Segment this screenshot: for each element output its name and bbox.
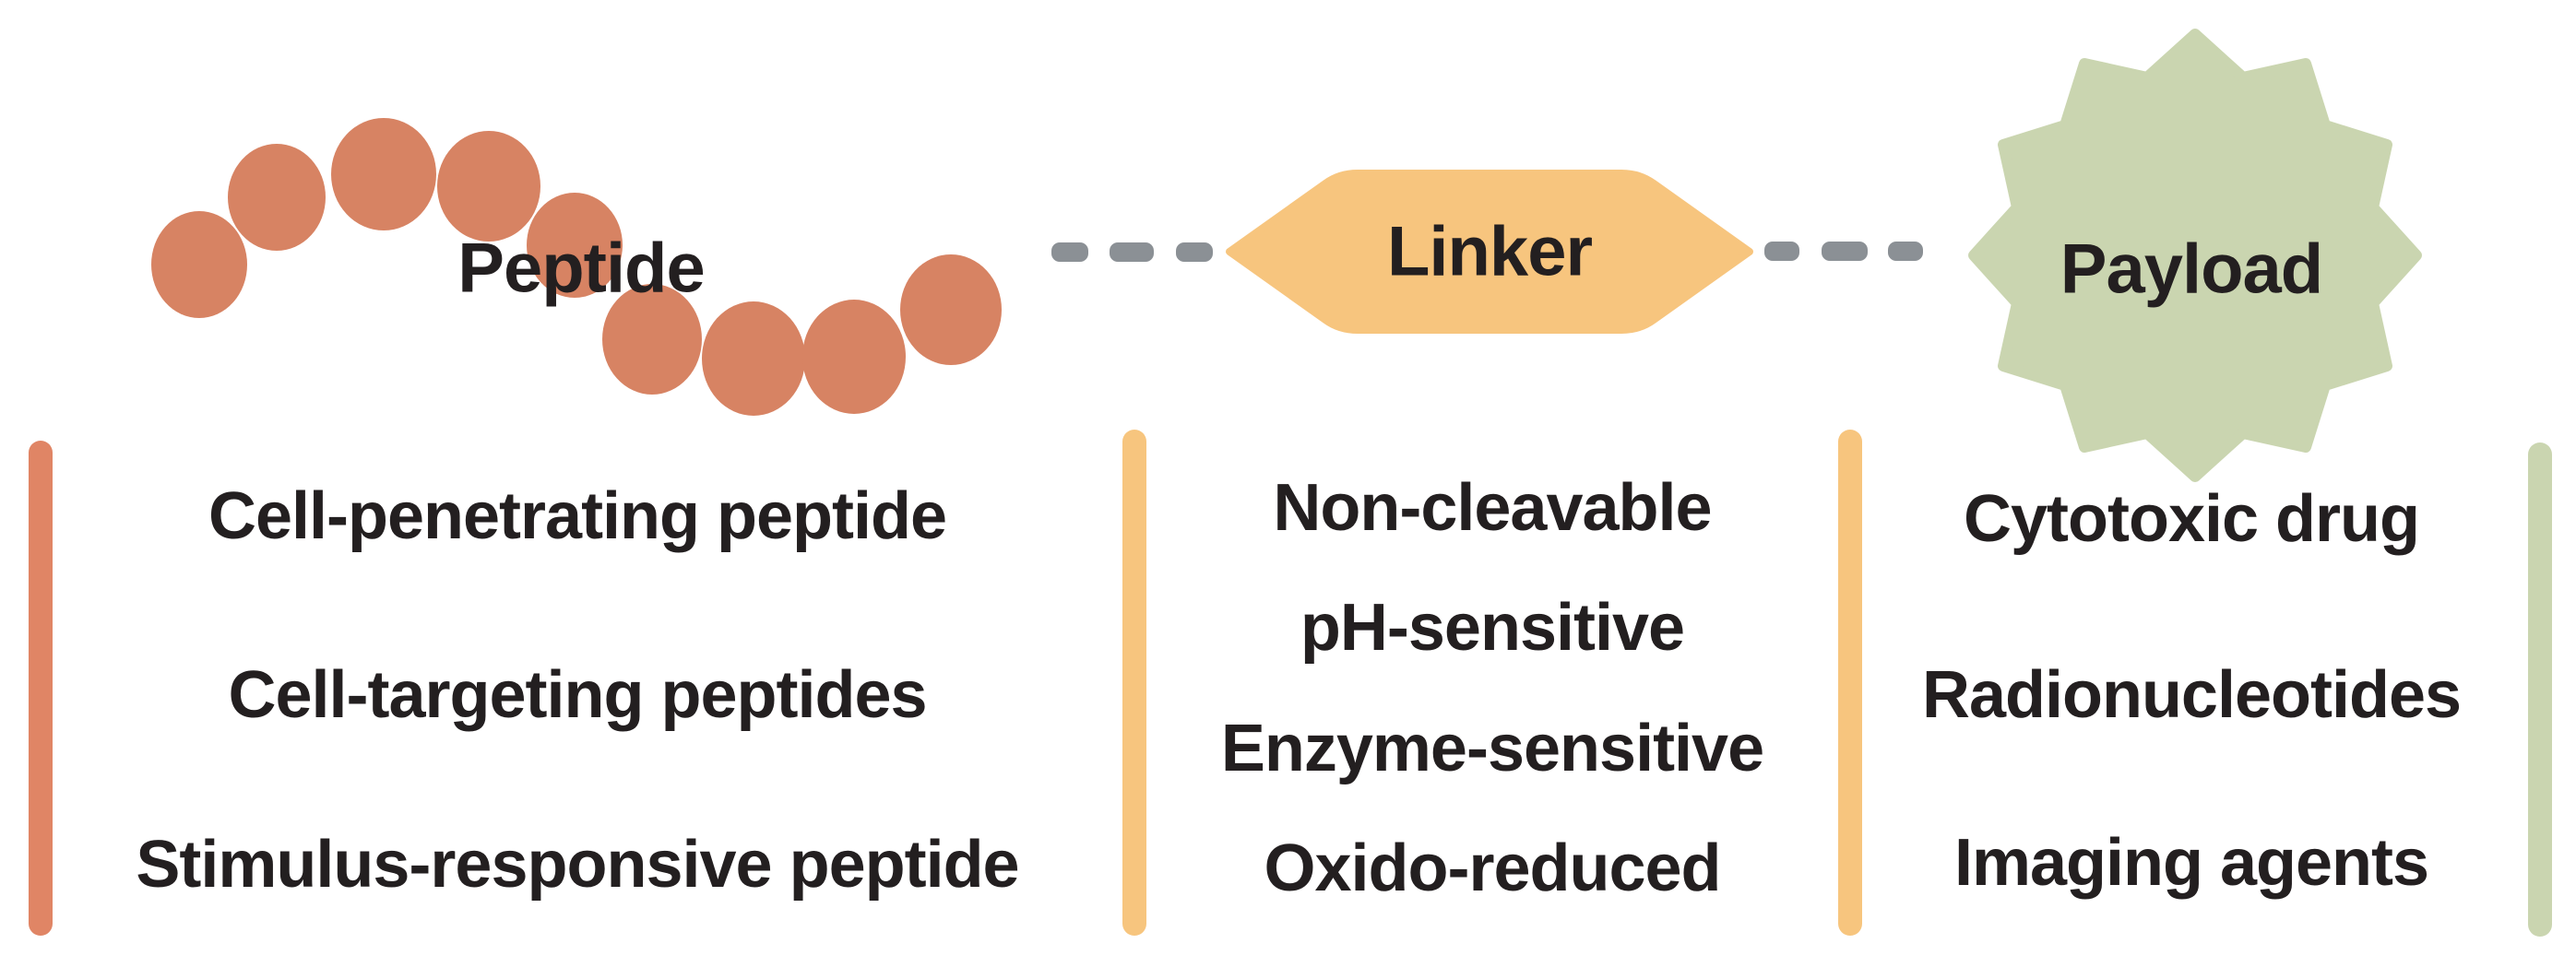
peptide-type-item: Cell-penetrating peptide <box>208 479 947 553</box>
peptide-type-item: Stimulus-responsive peptide <box>136 828 1019 902</box>
linker-column-bar-right <box>1838 430 1862 936</box>
peptide-bead <box>527 193 623 298</box>
linker-type-item: pH-sensitive <box>1300 591 1685 665</box>
linker-label: Linker <box>1386 212 1593 291</box>
dash-icon <box>1888 242 1923 261</box>
dashed-connector-right <box>1764 242 1923 261</box>
payload-star-icon <box>1968 29 2422 482</box>
peptide-chain-icon <box>151 118 1002 416</box>
payload-column-bar <box>2528 442 2552 937</box>
dash-icon <box>1764 242 1799 261</box>
peptide-bead <box>437 131 540 242</box>
peptide-type-item: Cell-targeting peptides <box>228 658 927 732</box>
peptide-bead <box>802 300 906 414</box>
linker-type-item: Non-cleavable <box>1273 471 1712 545</box>
payload-type-item: Cytotoxic drug <box>1963 482 2420 556</box>
peptide-bead <box>702 301 805 416</box>
dash-icon <box>1822 242 1868 261</box>
peptide-bead <box>900 254 1002 365</box>
peptide-column-bar <box>29 441 53 936</box>
dash-icon <box>1051 242 1088 262</box>
linker-shape-icon <box>1226 170 1753 334</box>
peptide-bead <box>331 118 436 230</box>
dashed-connector-left <box>1051 242 1213 262</box>
linker-type-item: Oxido-reduced <box>1264 832 1721 905</box>
peptide-label: Peptide <box>457 229 705 308</box>
peptide-bead <box>151 211 247 318</box>
dash-icon <box>1176 242 1213 262</box>
payload-label: Payload <box>2060 230 2323 309</box>
peptide-bead <box>602 284 702 395</box>
linker-column-bar-left <box>1122 430 1146 936</box>
peptide-bead <box>228 144 326 251</box>
payload-type-item: Imaging agents <box>1953 826 2429 900</box>
dash-icon <box>1110 242 1154 262</box>
linker-type-item: Enzyme-sensitive <box>1220 712 1764 785</box>
payload-type-item: Radionucleotides <box>1921 658 2462 732</box>
